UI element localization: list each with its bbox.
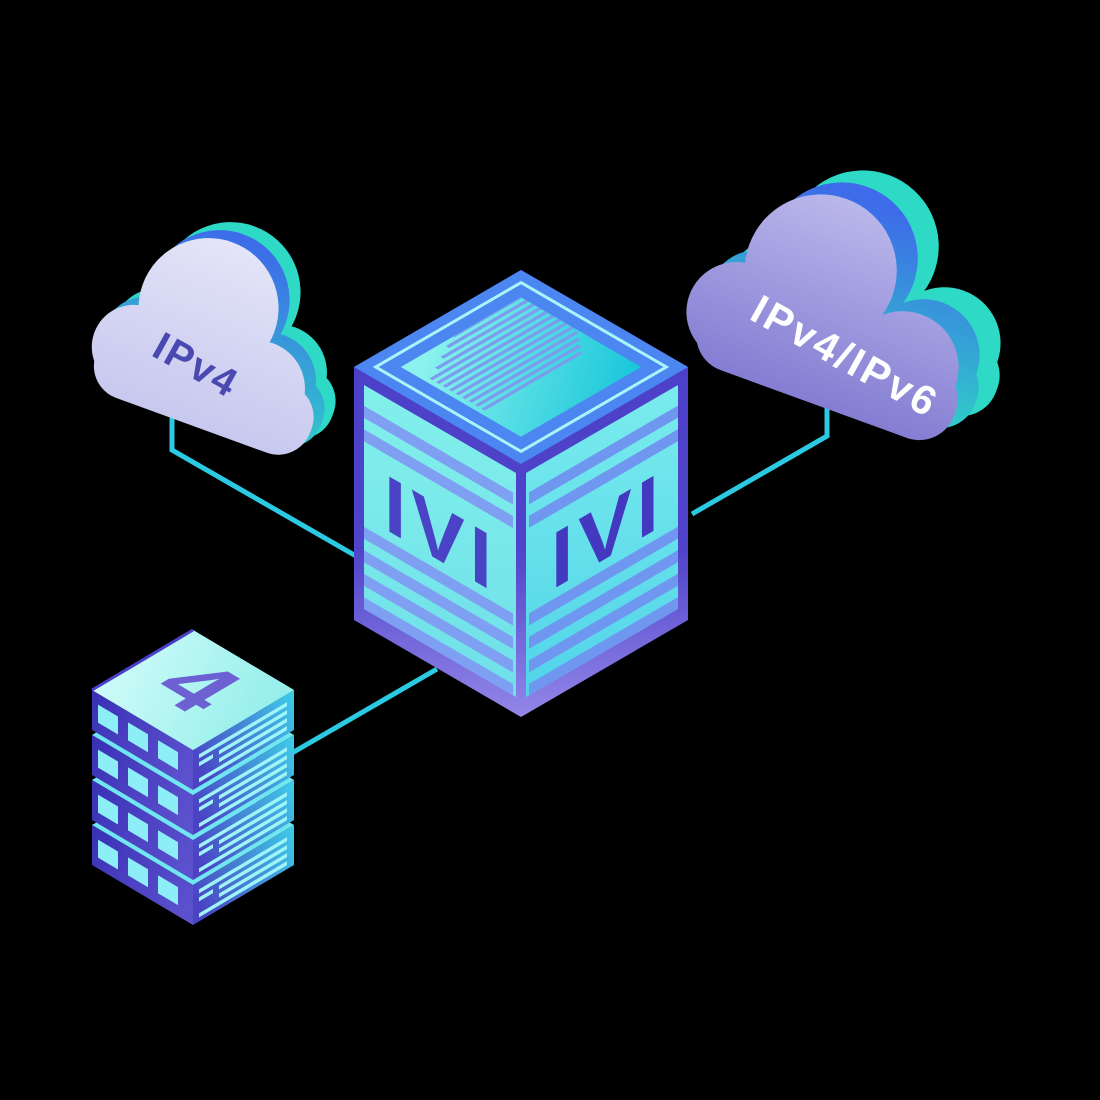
face-stripe: [364, 572, 513, 673]
face-stripe: [529, 427, 678, 528]
top-hatch-line: [446, 297, 533, 348]
top-hatch-line: [440, 301, 539, 359]
server-stack: 4: [91, 628, 294, 925]
translator-box: IVI IVI: [354, 270, 688, 717]
top-hatch-line: [435, 305, 546, 370]
face-stripe: [364, 525, 513, 626]
server-stack-top-edge: [91, 628, 194, 692]
left-cloud: IPv4: [75, 192, 385, 465]
top-hatch-line: [468, 337, 581, 403]
top-hatch-line: [436, 312, 559, 384]
face-stripe: [364, 549, 513, 650]
face-stripe: [529, 525, 678, 626]
face-stripe: [364, 428, 513, 529]
face-stripe: [364, 596, 513, 697]
top-hatch-line: [475, 344, 582, 407]
top-hatch-line: [442, 316, 565, 388]
connector-right-cloud-to-box: [690, 400, 830, 517]
top-hatch-line: [449, 320, 572, 392]
face-stripe: [529, 404, 678, 505]
face-stripe: [529, 595, 678, 696]
box-left-face-stripes: [364, 404, 513, 697]
top-hatch-line: [429, 309, 552, 381]
face-stripe: [529, 548, 678, 649]
top-hatch-line: [462, 331, 580, 400]
box-top-inner-line: [372, 280, 670, 454]
face-stripe: [364, 404, 513, 505]
face-stripe: [529, 572, 678, 673]
top-hatch-line: [481, 351, 583, 411]
connector-stack-to-box: [290, 666, 439, 756]
top-hatch-line: [455, 324, 578, 396]
